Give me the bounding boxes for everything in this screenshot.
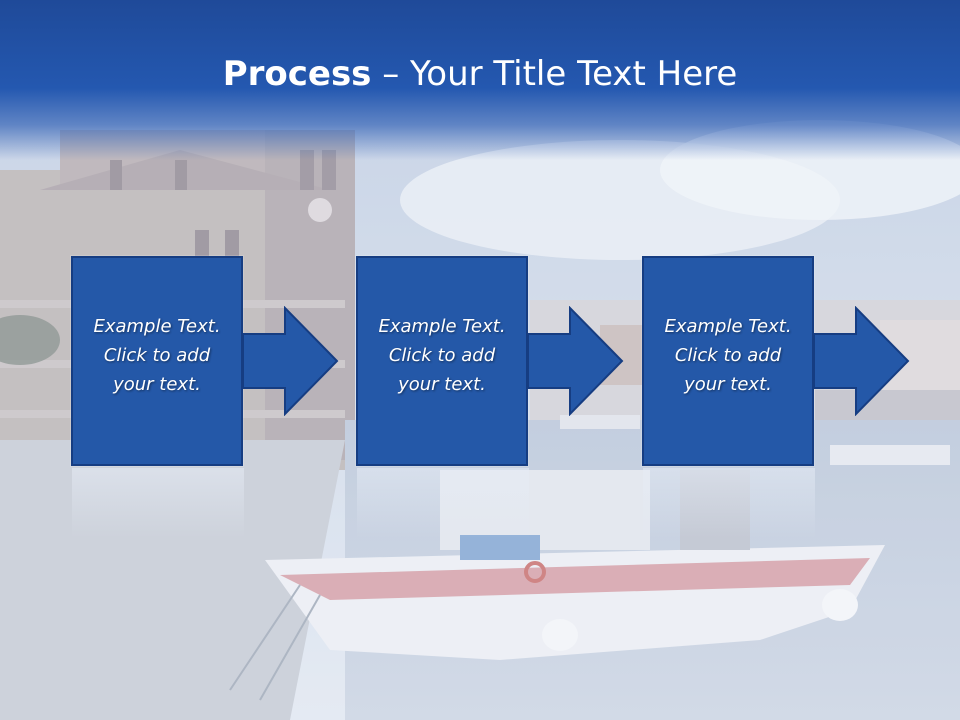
step-text: Example Text. Click to add your text. xyxy=(73,312,241,399)
step-line: Click to add xyxy=(103,345,211,366)
title-bar: Process – Your Title Text Here xyxy=(0,0,960,160)
step-line: Example Text. xyxy=(93,316,221,337)
title-rest: – Your Title Text Here xyxy=(371,54,738,94)
step-line: Click to add xyxy=(674,345,782,366)
step-line: Example Text. xyxy=(664,316,792,337)
step-reflection xyxy=(72,468,244,538)
step-line: Click to add xyxy=(388,345,496,366)
process-step-2[interactable]: Example Text. Click to add your text. xyxy=(356,256,528,466)
right-arrow-icon xyxy=(814,306,910,416)
step-line: Example Text. xyxy=(378,316,506,337)
slide-title[interactable]: Process – Your Title Text Here xyxy=(0,52,960,96)
right-arrow-icon xyxy=(243,306,339,416)
step-reflection xyxy=(357,468,529,538)
step-reflection xyxy=(643,468,815,538)
title-bold: Process xyxy=(222,54,372,94)
step-line: your text. xyxy=(398,374,486,395)
step-text: Example Text. Click to add your text. xyxy=(644,312,812,399)
step-line: your text. xyxy=(113,374,201,395)
process-step-3[interactable]: Example Text. Click to add your text. xyxy=(642,256,814,466)
process-step-1[interactable]: Example Text. Click to add your text. xyxy=(71,256,243,466)
right-arrow-icon xyxy=(528,306,624,416)
step-text: Example Text. Click to add your text. xyxy=(358,312,526,399)
step-line: your text. xyxy=(684,374,772,395)
